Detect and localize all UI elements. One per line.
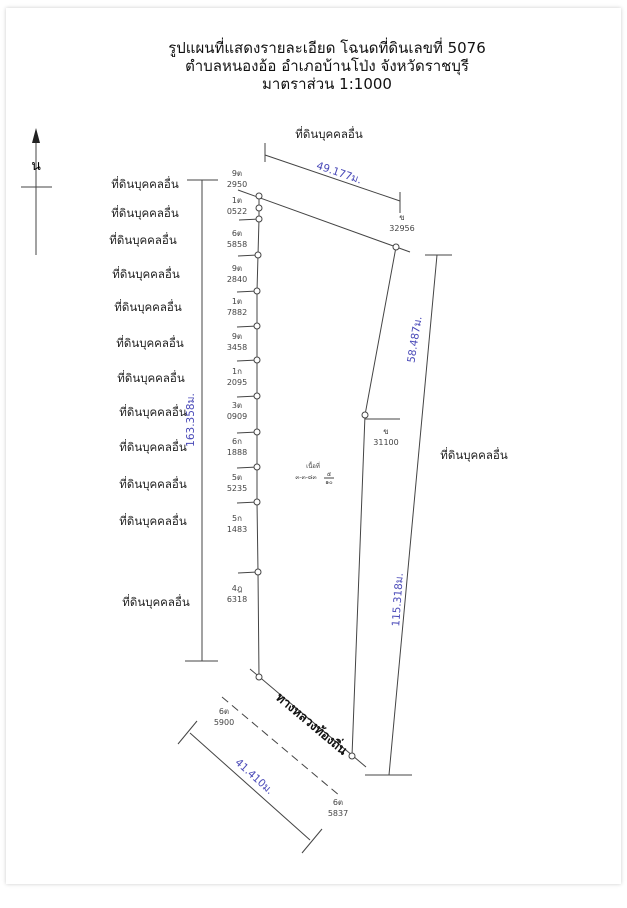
land-plot-map: รูปแผนที่แสดงรายละเอียด โฉนดที่ดินเลขที่… [21, 37, 508, 854]
corner-label-number: 5858 [227, 240, 247, 249]
corner-label-number: 0909 [227, 412, 247, 421]
plot-boundary [221, 189, 411, 797]
title-line-3: มาตราส่วน 1:1000 [262, 75, 392, 93]
dimension-right-upper: 58.487ม. [405, 315, 424, 363]
corner-label-code: 1ก [232, 367, 242, 376]
survey-map-page: รูปแผนที่แสดงรายละเอียด โฉนดที่ดินเลขที่… [6, 8, 621, 884]
corner-label-code: 1ต [232, 196, 242, 205]
corner-label-number: 1483 [227, 525, 247, 534]
corner-label-code: 1ต [232, 297, 242, 306]
dimension-lines [177, 143, 452, 854]
corner-label-number: 7882 [227, 308, 247, 317]
neighbor-left: ที่ดินบุคคลอื่น [119, 476, 187, 491]
area-value: ๓-๓-๘๓ [295, 474, 316, 481]
corner-label-code: 6ก [232, 437, 242, 446]
neighbor-left: ที่ดินบุคคลอื่น [111, 205, 179, 220]
neighbor-left: ที่ดินบุคคลอื่น [116, 335, 184, 350]
corner-label-code: 9ต [232, 332, 242, 341]
corner-label-code: 3ต [232, 401, 242, 410]
title-line-1: รูปแผนที่แสดงรายละเอียด โฉนดที่ดินเลขที่… [168, 37, 486, 57]
mark-bottom-left-code: 6ต [219, 707, 229, 716]
boundary-marker [392, 243, 400, 251]
corner-label-number: 2095 [227, 378, 247, 387]
area-label: เนื้อที่ [306, 460, 320, 470]
corner-label-number: 3458 [227, 343, 247, 352]
neighbor-left: ที่ดินบุคคลอื่น [122, 594, 190, 609]
title-line-2: ตำบลหนองอ้อ อำเภอบ้านโป่ง จังหวัดราชบุรี [185, 57, 469, 76]
boundary-marker [255, 204, 263, 212]
mark-top-right-number: 32956 [389, 224, 414, 233]
boundary-marker [255, 192, 263, 200]
corner-label-number: 5235 [227, 484, 247, 493]
area-fraction-bottom: ๑๐ [325, 479, 333, 486]
neighbor-left: ที่ดินบุคคลอื่น [119, 404, 187, 419]
corner-label-code: 4ฎ [232, 584, 242, 593]
boundary-marker [253, 356, 261, 364]
corner-label-code: 9ต [232, 264, 242, 273]
boundary-marker [253, 498, 261, 506]
neighbor-right: ที่ดินบุคคลอื่น [440, 447, 508, 462]
boundary-marker [255, 215, 263, 223]
neighbor-left: ที่ดินบุคคลอื่น [111, 176, 179, 191]
boundary-marker [254, 568, 262, 576]
mark-bottom-right-code: 6ต [333, 798, 343, 807]
mark-bottom-left-number: 5900 [214, 718, 234, 727]
mark-top-right-code: ข [399, 213, 404, 222]
corner-label-code: 6ต [232, 229, 242, 238]
neighbor-left: ที่ดินบุคคลอื่น [109, 232, 177, 247]
corner-label-number: 2950 [227, 180, 247, 189]
boundary-marker [253, 463, 261, 471]
neighbor-left: ที่ดินบุคคลอื่น [119, 513, 187, 528]
corner-label-number: 0522 [227, 207, 247, 216]
boundary-marker [253, 322, 261, 330]
area-fraction-top: ๕ [327, 471, 332, 478]
boundary-marker [361, 411, 369, 419]
dimension-top: 49.177ม. [315, 160, 363, 187]
dimension-right-lower: 115.318ม. [390, 573, 406, 627]
boundary-marker [253, 392, 261, 400]
boundary-marker [253, 428, 261, 436]
mark-mid-right-number: 31100 [373, 438, 398, 447]
neighbor-top: ที่ดินบุคคลอื่น [295, 126, 363, 141]
north-arrow-icon [21, 128, 52, 255]
boundary-marker [348, 752, 356, 760]
neighbor-left: ที่ดินบุคคลอื่น [112, 266, 180, 281]
corner-label-number: 2840 [227, 275, 247, 284]
corner-label-code: 5ต [232, 473, 242, 482]
neighbor-left: ที่ดินบุคคลอื่น [119, 439, 187, 454]
boundary-marker [254, 251, 262, 259]
neighbor-left: ที่ดินบุคคลอื่น [117, 370, 185, 385]
corner-label-number: 1888 [227, 448, 247, 457]
corner-label-code: 5ก [232, 514, 242, 523]
neighbor-left: ที่ดินบุคคลอื่น [114, 299, 182, 314]
north-label: น [31, 158, 41, 174]
corner-label-code: 9ต [232, 169, 242, 178]
mark-mid-right-code: ข [383, 427, 388, 436]
dimension-left: 163.358ม. [185, 393, 197, 447]
boundary-marker [253, 287, 261, 295]
road-label: ทางหลวงท้องถิ่น [273, 689, 351, 758]
mark-bottom-right-number: 5837 [328, 809, 348, 818]
boundary-marker [255, 673, 263, 681]
corner-label-number: 6318 [227, 595, 247, 604]
